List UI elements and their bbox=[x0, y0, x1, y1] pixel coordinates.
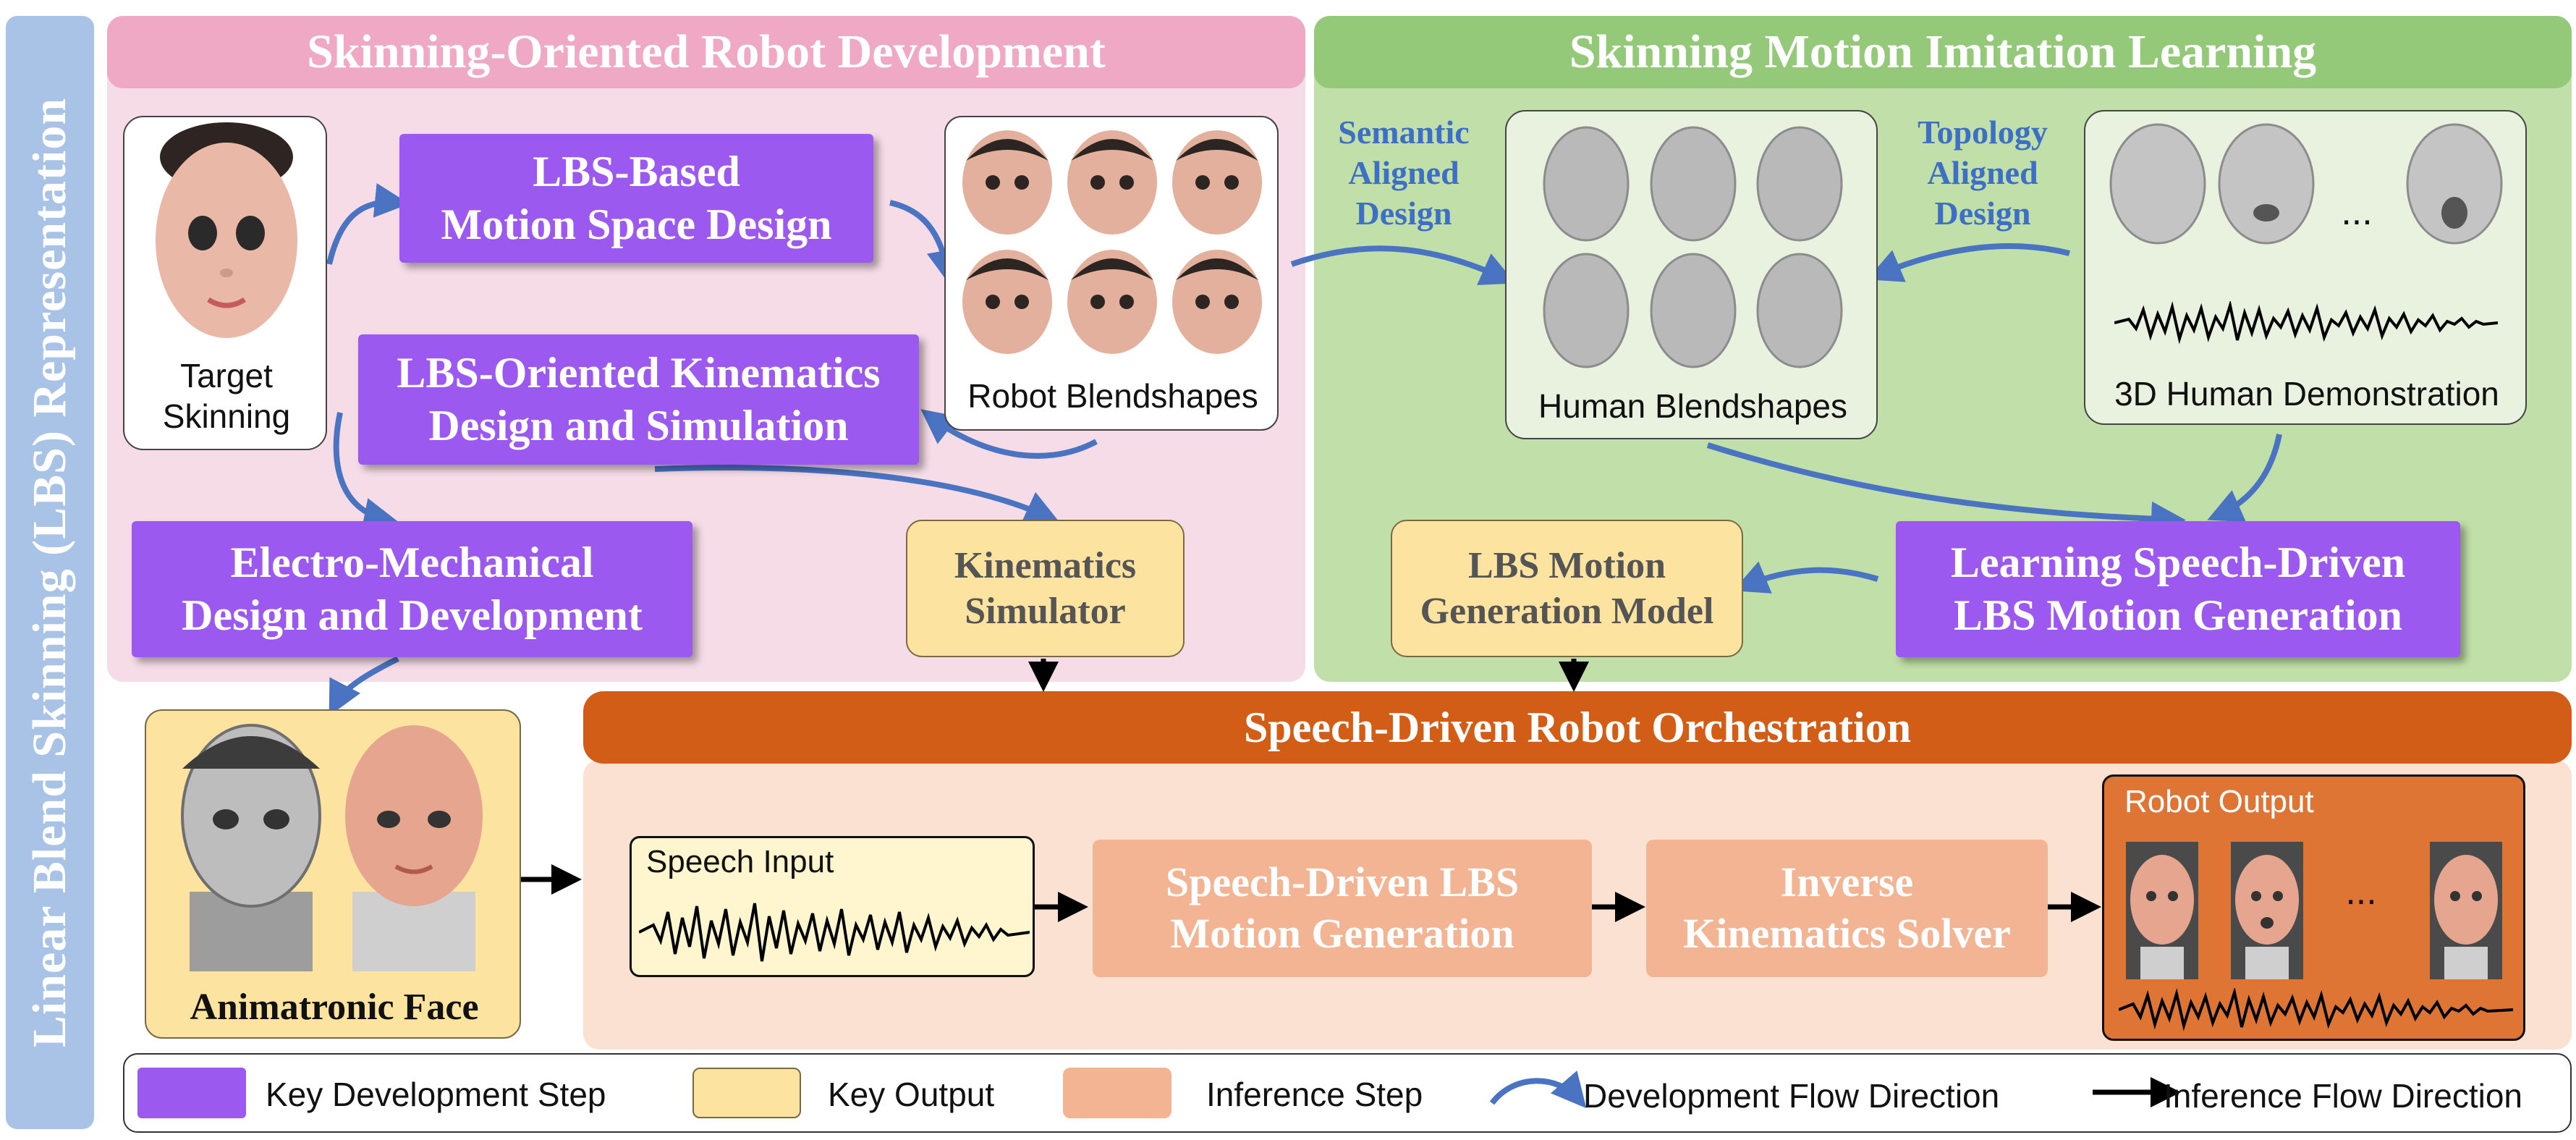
lbs-kinematics-design-node: LBS-Oriented Kinematics Design and Simul… bbox=[358, 334, 919, 465]
human-blendshapes-grid bbox=[1543, 126, 1843, 368]
side-label: Linear Blend Skinning (LBS) Representati… bbox=[6, 16, 94, 1129]
arrow-electro-to-face bbox=[329, 656, 399, 717]
target-skinning-label: Target Skinning bbox=[162, 356, 291, 435]
robot-blendshapes-grid bbox=[962, 130, 1262, 354]
orchestration-section-title: Speech-Driven Robot Orchestration bbox=[583, 691, 2572, 764]
legend-key-output-label: Key Output bbox=[828, 1076, 995, 1113]
arrow-semantic bbox=[1290, 245, 1516, 285]
speech-lbs-generation-node: Speech-Driven LBS Motion Generation bbox=[1093, 840, 1592, 977]
human-blendshapes-card: Human Blendshapes bbox=[1505, 110, 1878, 439]
legend-development-flow-icon bbox=[1489, 1071, 1587, 1109]
demonstration-ellipsis: ... bbox=[2341, 191, 2373, 234]
demonstration-label: 3D Human Demonstration bbox=[2114, 374, 2499, 413]
robot-blendshapes-card: Robot Blendshapes bbox=[944, 116, 1279, 431]
imitation-section-title: Skinning Motion Imitation Learning bbox=[1314, 16, 2572, 88]
robot-output-frames bbox=[2126, 842, 2502, 979]
legend-development-flow-label: Development Flow Direction bbox=[1583, 1077, 2000, 1115]
speech-input-label: Speech Input bbox=[646, 844, 834, 879]
animatronic-face-label: Animatronic Face bbox=[190, 987, 479, 1029]
electro-mechanical-node: Electro-Mechanical Design and Developmen… bbox=[132, 521, 692, 657]
arrow-topology bbox=[1867, 243, 2070, 282]
robot-output-label: Robot Output bbox=[2124, 784, 2314, 819]
arrow-blendshapes-to-kinematics bbox=[920, 409, 1098, 459]
topology-aligned-label: Topology Aligned Design bbox=[1918, 114, 2048, 232]
robot-output-ellipsis: ... bbox=[2345, 871, 2377, 913]
semantic-aligned-label: Semantic Aligned Design bbox=[1338, 114, 1470, 232]
development-section-title: Skinning-Oriented Robot Development bbox=[107, 16, 1305, 88]
legend-key-output-swatch bbox=[692, 1068, 801, 1118]
inverse-kinematics-node: Inverse Kinematics Solver bbox=[1646, 840, 2048, 977]
robot-output-waveform bbox=[2119, 988, 2513, 1031]
legend-inference-flow-label: Inference Flow Direction bbox=[2164, 1077, 2522, 1115]
speech-waveform bbox=[639, 903, 1030, 962]
lbs-motion-space-design-node: LBS-Based Motion Space Design bbox=[399, 134, 873, 263]
arrow-motion-space-to-blendshapes bbox=[889, 200, 962, 285]
robot-output-card: Robot Output ... bbox=[2102, 774, 2525, 1041]
baby-face-icon bbox=[156, 122, 297, 338]
arrow-demonstration-to-learning bbox=[2207, 434, 2282, 523]
arrow-kinematics-to-simulator bbox=[654, 465, 1060, 524]
arrow-kinematics-to-electro bbox=[333, 412, 399, 533]
arrow-human-blendshapes-to-learning bbox=[1706, 442, 2186, 536]
speech-input-card: Speech Input bbox=[630, 836, 1035, 977]
arrow-skinning-to-motion-space bbox=[326, 182, 410, 265]
legend-key-development-swatch bbox=[137, 1068, 246, 1118]
legend-inference-step-swatch bbox=[1063, 1068, 1172, 1118]
learning-speech-driven-node: Learning Speech-Driven LBS Motion Genera… bbox=[1896, 521, 2460, 657]
robot-blendshapes-label: Robot Blendshapes bbox=[967, 376, 1258, 415]
legend: Key Development Step Key Output Inferenc… bbox=[123, 1053, 2572, 1133]
lbs-generation-model-node: LBS Motion Generation Model bbox=[1391, 520, 1743, 657]
animatronic-face-card: Animatronic Face bbox=[145, 709, 521, 1039]
human-blendshapes-label: Human Blendshapes bbox=[1538, 387, 1848, 425]
kinematics-simulator-node: Kinematics Simulator bbox=[906, 520, 1185, 657]
human-demonstration-card: ... 3D Human Demonstration bbox=[2084, 110, 2527, 425]
animatronic-face-image bbox=[181, 724, 483, 971]
target-skinning-card: Target Skinning bbox=[123, 116, 327, 450]
arrow-learning-to-model bbox=[1733, 561, 1879, 594]
demonstration-heads bbox=[2109, 123, 2503, 245]
legend-key-development-label: Key Development Step bbox=[266, 1076, 606, 1113]
legend-inference-step-label: Inference Step bbox=[1206, 1076, 1423, 1113]
legend-inference-flow-icon bbox=[2093, 1077, 2181, 1107]
demonstration-waveform bbox=[2114, 301, 2498, 345]
